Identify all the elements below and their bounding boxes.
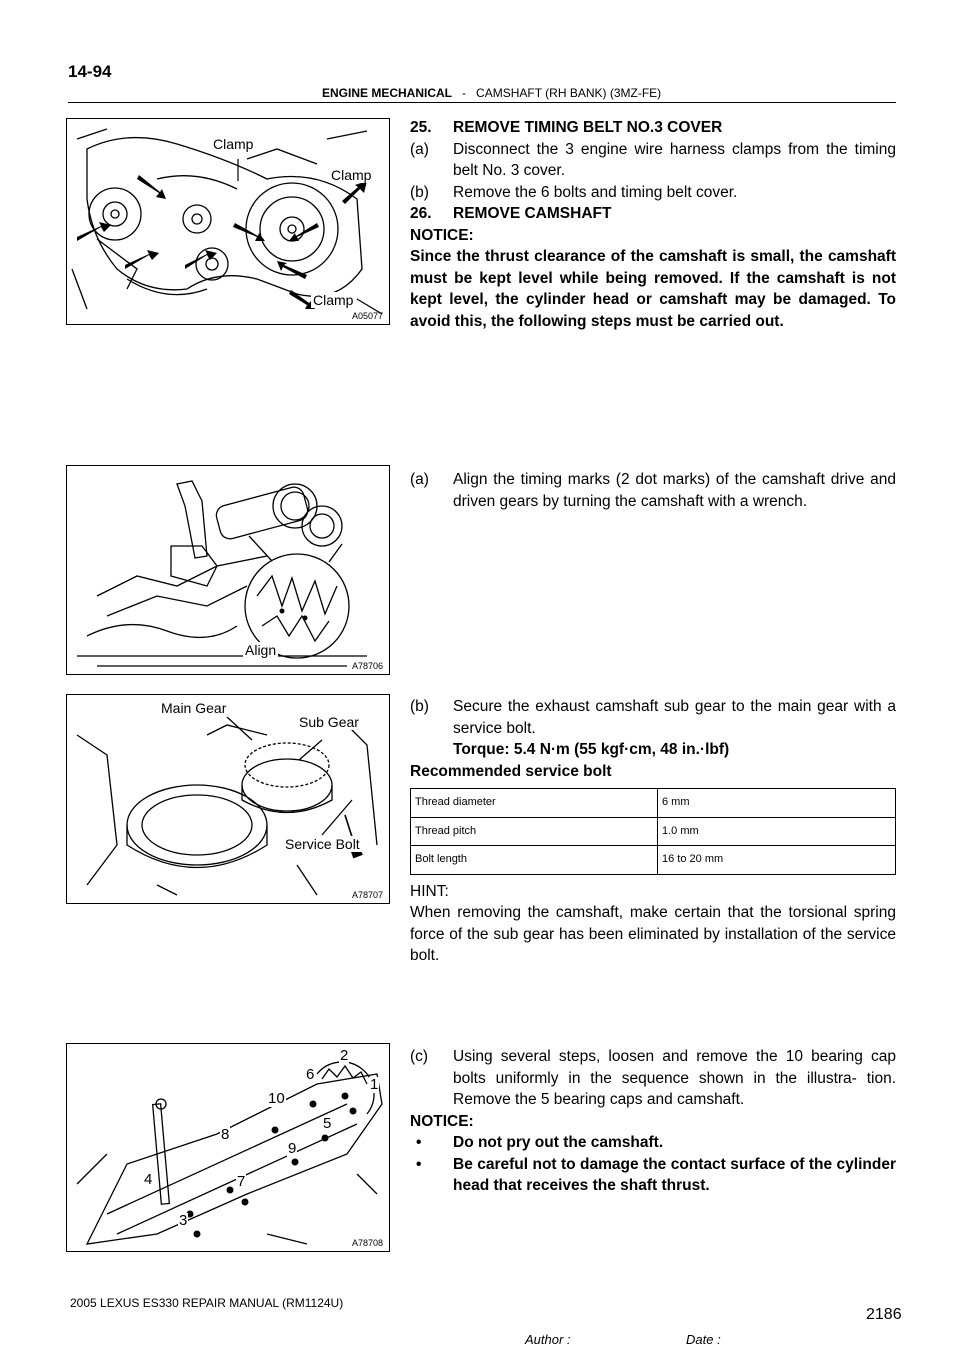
figure-label-align: Align <box>243 642 279 658</box>
table-row: Thread diameter 6 mm <box>410 788 896 818</box>
substep-text: Align the timing marks (2 dot marks) of … <box>453 471 896 510</box>
sequence-label-1: 1 <box>369 1076 380 1093</box>
sequence-label-4: 4 <box>143 1171 154 1188</box>
table-cell: Thread pitch <box>410 816 658 846</box>
bullet-dot: • <box>416 1155 422 1173</box>
sequence-label-5: 5 <box>322 1115 333 1132</box>
page-number-right: 2186 <box>866 1306 902 1323</box>
torque-text: Torque: 5.4 N·m (55 kgf·cm, 48 in.·lbf) <box>453 741 730 758</box>
step-number: 25. <box>410 119 432 136</box>
hint-label: HINT: <box>410 882 449 900</box>
figure-label-clamp: Clamp <box>311 292 356 308</box>
bearing-cap-illustration <box>76 1061 383 1245</box>
figure-bearing-cap-sequence: 2 6 1 10 5 8 9 4 7 3 A78708 <box>66 1043 390 1252</box>
section-bearing-caps: (c) Using several steps, loosen and remo… <box>410 1046 896 1197</box>
step-title: REMOVE CAMSHAFT <box>453 205 612 222</box>
sequence-label-2: 2 <box>339 1047 350 1064</box>
step-heading-26: 26. REMOVE CAMSHAFT <box>410 203 896 225</box>
header-separator: - <box>462 86 467 100</box>
section-service-bolt: (b) Secure the exhaust camshaft sub gear… <box>410 696 896 967</box>
hint-text: When removing the camshaft, make certain… <box>410 904 896 964</box>
header-rule <box>68 102 896 103</box>
notice-text: Since the thrust clearance of the camsha… <box>410 248 896 330</box>
step-number: 26. <box>410 205 432 222</box>
substep-label: (a) <box>410 471 429 488</box>
table-row: Bolt length 16 to 20 mm <box>410 845 896 875</box>
header-subsection: CAMSHAFT (RH BANK) (3MZ-FE) <box>476 86 662 100</box>
notice-bullet: • Do not pry out the camshaft. <box>410 1132 896 1154</box>
step-title: REMOVE TIMING BELT NO.3 COVER <box>453 119 723 136</box>
figure-timing-belt-cover: Clamp Clamp Clamp A05077 <box>66 118 390 325</box>
sequence-label-8: 8 <box>220 1126 231 1143</box>
table-row: Thread pitch 1.0 mm <box>410 816 896 846</box>
service-bolt-table: Thread diameter 6 mm Thread pitch 1.0 mm… <box>410 788 896 875</box>
figure-label-sub-gear: Sub Gear <box>297 714 361 730</box>
substep-text: Disconnect the 3 engine wire harness cla… <box>453 140 896 180</box>
figure-id: A05077 <box>351 311 383 321</box>
table-cell: Thread diameter <box>410 788 658 818</box>
bullet-text: Be careful not to damage the contact sur… <box>453 1155 896 1195</box>
timing-marks-illustration <box>77 480 367 667</box>
substep: (a) Disconnect the 3 engine wire harness… <box>410 139 896 182</box>
author-label: Author : <box>525 1332 571 1347</box>
sequence-label-3: 3 <box>178 1212 189 1229</box>
section-25-26: 25. REMOVE TIMING BELT NO.3 COVER (a) Di… <box>410 117 896 332</box>
table-cell: 1.0 mm <box>657 816 896 846</box>
sequence-label-7: 7 <box>236 1173 247 1190</box>
notice-label: NOTICE: <box>410 226 474 244</box>
figure-label-service-bolt: Service Bolt <box>283 836 362 852</box>
substep-label: (c) <box>410 1048 429 1065</box>
date-label: Date : <box>686 1332 721 1347</box>
figure-label-clamp: Clamp <box>329 167 374 183</box>
bullet-text: Do not pry out the camshaft. <box>453 1134 664 1151</box>
substep-text: Secure the exhaust camshaft sub gear to … <box>453 698 896 737</box>
sequence-label-10: 10 <box>267 1090 286 1107</box>
sequence-label-9: 9 <box>287 1140 298 1157</box>
substep: (a) Align the timing marks (2 dot marks)… <box>410 469 896 512</box>
substep-label: (b) <box>410 183 429 201</box>
section-align: (a) Align the timing marks (2 dot marks)… <box>410 469 896 512</box>
notice-label: NOTICE: <box>410 1112 474 1130</box>
step-heading-25: 25. REMOVE TIMING BELT NO.3 COVER <box>410 117 896 139</box>
figure-align-timing-marks: Align A78706 <box>66 465 390 675</box>
sequence-label-6: 6 <box>305 1066 316 1083</box>
figure-id: A78706 <box>351 661 383 671</box>
substep-text: Remove the 6 bolts and timing belt cover… <box>453 183 738 201</box>
torque-spec: Torque: 5.4 N·m (55 kgf·cm, 48 in.·lbf) <box>410 739 896 761</box>
notice-bullet: • Be careful not to damage the contact s… <box>410 1154 896 1197</box>
manual-footer: 2005 LEXUS ES330 REPAIR MANUAL (RM1124U) <box>70 1296 344 1310</box>
figure-id: A78708 <box>351 1238 383 1248</box>
recommended-label: Recommended service bolt <box>410 762 612 780</box>
substep: (b) Secure the exhaust camshaft sub gear… <box>410 696 896 739</box>
header-section: ENGINE MECHANICAL <box>322 86 453 100</box>
bullet-dot: • <box>416 1134 422 1151</box>
substep-label: (b) <box>410 698 429 715</box>
timing-belt-cover-illustration <box>71 128 383 315</box>
substep-text: Using several steps, loosen and remove t… <box>453 1048 896 1108</box>
substep: (b) Remove the 6 bolts and timing belt c… <box>410 182 896 204</box>
table-cell: Bolt length <box>410 845 658 875</box>
figure-label-main-gear: Main Gear <box>159 700 229 716</box>
substep: (c) Using several steps, loosen and remo… <box>410 1046 896 1111</box>
substep-label: (a) <box>410 140 429 158</box>
table-cell: 6 mm <box>657 788 896 818</box>
page-header: ENGINE MECHANICAL - CAMSHAFT (RH BANK) (… <box>322 86 661 100</box>
figure-label-clamp: Clamp <box>211 136 256 152</box>
figure-id: A78707 <box>351 890 383 900</box>
page-number: 14-94 <box>68 62 112 81</box>
table-cell: 16 to 20 mm <box>657 845 896 875</box>
figure-service-bolt: Main Gear Sub Gear Service Bolt A78707 <box>66 694 390 904</box>
